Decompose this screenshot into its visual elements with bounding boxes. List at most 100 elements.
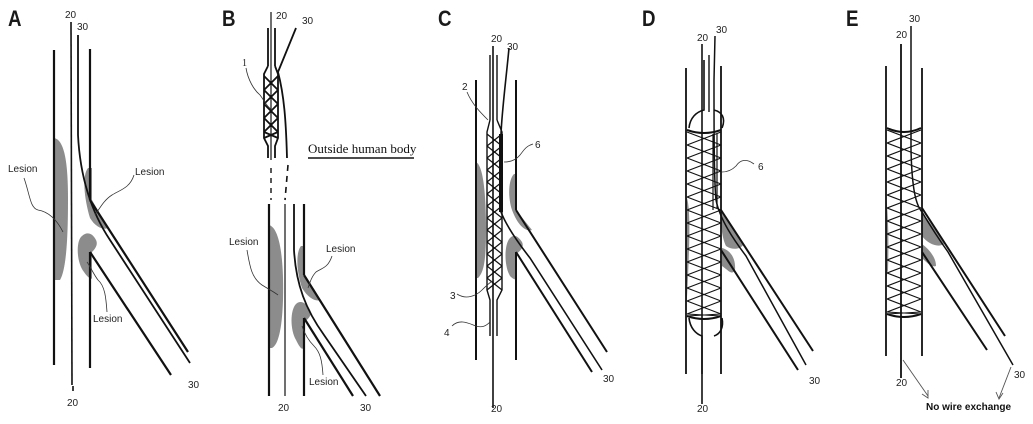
wire-20-top-label: 20: [491, 34, 503, 45]
wire-30-top-label: 30: [909, 14, 921, 25]
panel-b-letter: B: [222, 6, 236, 31]
panel-d: D 20 30 20 30 6: [634, 0, 839, 417]
leader-line: [456, 279, 495, 298]
component-label-3: 3: [450, 291, 456, 302]
leader-line: [307, 255, 333, 289]
panel-e-drawing: 20 30 20 30 No wire exchange: [885, 14, 1026, 413]
wire-30-bottom-label: 30: [603, 374, 615, 385]
wire-30-bottom-label: 30: [360, 403, 372, 414]
stent-strut: [686, 261, 722, 276]
lesion-label-upper-right: Lesion: [135, 167, 164, 178]
lesion-lower-right: [922, 244, 936, 267]
lesion-lower-right: [505, 235, 523, 280]
leader-line: [451, 321, 491, 328]
wire-20-bottom-label: 20: [67, 398, 79, 409]
stent-strut: [886, 168, 922, 183]
leader-line: [86, 261, 108, 313]
stent-mesh: [886, 129, 922, 315]
lesion-upper-right: [84, 168, 108, 229]
lesion-label-left: Lesion: [229, 237, 258, 248]
wire-20-top-label: 20: [276, 11, 288, 22]
leader-line: [94, 174, 135, 216]
stent-strut: [686, 209, 722, 224]
side-branch-upper-wall: [303, 274, 381, 397]
arrow-line: [998, 366, 1012, 399]
arrow-head-icon: [921, 390, 929, 399]
side-branch-lower-wall: [89, 251, 172, 376]
lesion-upper-right: [509, 174, 532, 231]
leader-line: [23, 177, 64, 233]
component-label-6: 6: [535, 140, 541, 151]
stent-strut: [686, 222, 722, 237]
wire-30-top-label: 30: [302, 16, 314, 27]
wire-30-bottom-label: 30: [1014, 370, 1026, 381]
wire-20-top-label: 20: [65, 10, 77, 21]
stent-strut: [686, 235, 722, 250]
leader-line: [503, 143, 534, 163]
wire-20-top-label: 20: [697, 33, 709, 44]
stent-strut: [686, 300, 722, 315]
side-branch-lower-wall: [515, 251, 593, 373]
wire-20-bottom-label: 20: [697, 404, 709, 415]
stent-distal-edge: [686, 315, 722, 320]
lesion-left: [476, 162, 486, 278]
leader-line: [246, 249, 279, 296]
stent-strut: [886, 246, 922, 261]
lesion-label-left: Lesion: [8, 164, 37, 175]
component-label-2: 2: [462, 82, 468, 93]
stent-strut: [686, 157, 722, 172]
side-branch-lower-wall: [720, 249, 799, 371]
arrow-line: [902, 359, 929, 397]
panel-b-drawing: Outside human body 1 Lesion Lesion Lesio…: [229, 11, 417, 414]
stent-strut: [886, 220, 922, 235]
leader-line: [466, 91, 489, 121]
balloon-proximal-cone: [688, 60, 725, 129]
figure-bottom-margin: [0, 416, 1033, 424]
balloon-distal-cone: [688, 317, 724, 374]
wire-30: [500, 47, 603, 371]
wire-30-top-label: 30: [716, 25, 728, 36]
stent-strut: [886, 207, 922, 222]
panel-a-letter: A: [8, 6, 22, 31]
panel-a: A 20 30 20 30 Lesion Lesion Lesion: [0, 0, 215, 417]
wire-30-upper: [277, 27, 297, 159]
panel-d-letter: D: [642, 6, 656, 31]
lesion-left: [269, 225, 284, 348]
stent-distal-edge: [886, 313, 922, 318]
panel-b: B Outside human body 1: [214, 0, 431, 417]
lesion-upper-right: [721, 212, 744, 249]
stent-strut: [886, 272, 922, 287]
side-branch-upper-wall: [515, 209, 608, 353]
wire-30-top-label: 30: [507, 42, 519, 53]
wire-30-bottom-label: 30: [188, 380, 200, 391]
stent-strut: [886, 285, 922, 300]
leader-line: [245, 67, 273, 111]
wire-30: [713, 35, 807, 366]
panel-c: C: [430, 0, 635, 417]
wire-20-top-label: 20: [896, 30, 908, 41]
wire-30: [910, 26, 1014, 366]
wire-20-bottom-label: 20: [278, 403, 290, 414]
wire-30: [293, 204, 367, 397]
arrow-head-icon: [995, 391, 1004, 400]
side-branch-upper-wall: [720, 209, 814, 352]
wire-30-top-label: 30: [77, 22, 89, 33]
lesion-left: [54, 138, 68, 280]
stent-strut: [886, 259, 922, 274]
lesion-lower-right: [291, 302, 311, 349]
lesion-label-lower-right: Lesion: [309, 377, 338, 388]
wire-20-bottom-label: 20: [491, 404, 503, 415]
panel-c-letter: C: [438, 6, 452, 31]
stent-proximal-edge: [686, 129, 722, 134]
panel-e: E 20 30 20 30 No wire exchange: [838, 0, 1033, 417]
side-branch-lower-wall: [921, 251, 988, 351]
stent-mesh: [263, 75, 279, 139]
side-branch-upper-wall: [89, 199, 189, 353]
stent-strut: [686, 274, 722, 289]
lesion-label-upper-right: Lesion: [326, 244, 355, 255]
side-branch-lower-wall: [303, 317, 354, 397]
stent-strut: [886, 181, 922, 196]
lesion-lower-right: [77, 233, 97, 279]
lesion-label-lower-right: Lesion: [93, 314, 122, 325]
